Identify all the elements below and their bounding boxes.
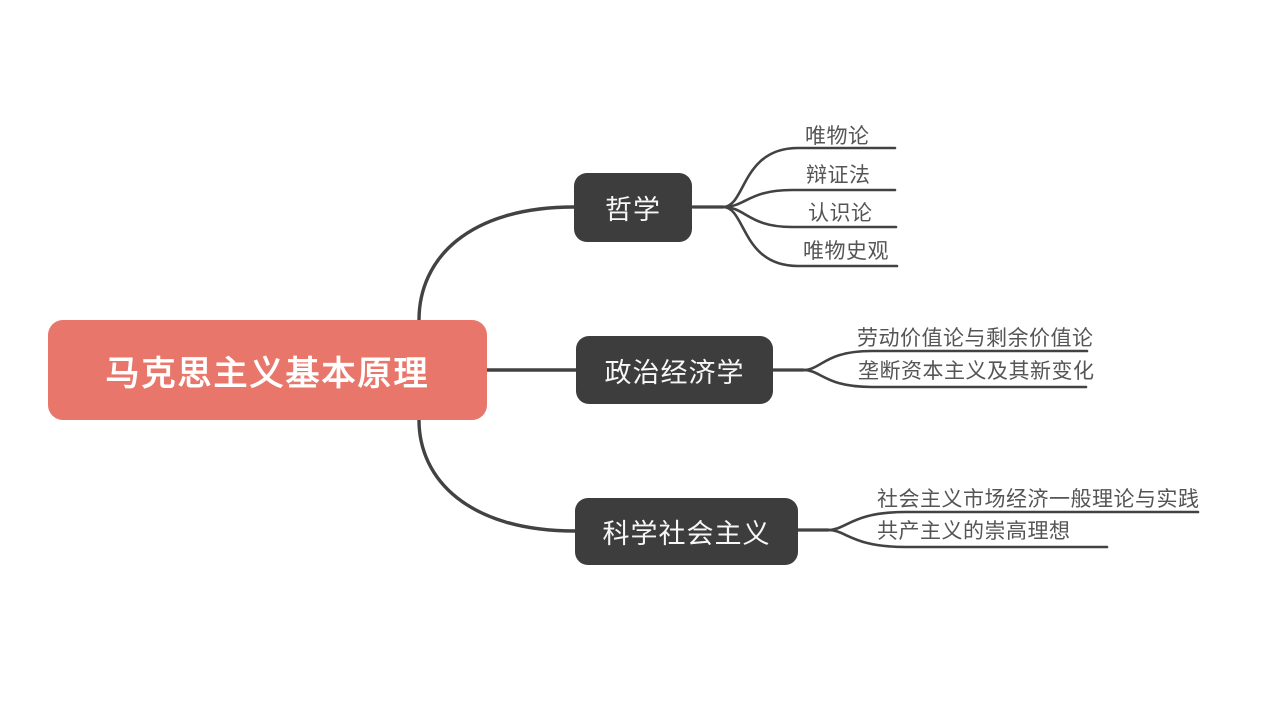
branch-node-philosophy[interactable]: 哲学 bbox=[574, 173, 692, 242]
child-topic-historical-materialism[interactable]: 唯物史观 bbox=[803, 240, 889, 263]
child-topic-dialectics[interactable]: 辩证法 bbox=[806, 164, 871, 187]
edge-philosophy-dialectics bbox=[721, 188, 897, 209]
child-topic-epistemology[interactable]: 认识论 bbox=[808, 202, 873, 225]
child-topic-labor-value-theory[interactable]: 劳动价值论与剩余价值论 bbox=[857, 327, 1094, 350]
child-topic-socialist-market-economy[interactable]: 社会主义市场经济一般理论与实践 bbox=[877, 488, 1200, 511]
branch-node-political-economy[interactable]: 政治经济学 bbox=[576, 336, 773, 404]
edge-economy-labor-value-theory bbox=[801, 349, 1089, 372]
branch-node-scientific-socialism[interactable]: 科学社会主义 bbox=[575, 498, 798, 565]
child-topic-monopoly-capitalism[interactable]: 垄断资本主义及其新变化 bbox=[858, 360, 1095, 383]
edge-socialism-communist-ideal bbox=[826, 528, 1109, 549]
edge-philosophy-historical-materialism bbox=[721, 205, 899, 268]
child-topic-materialism[interactable]: 唯物论 bbox=[805, 125, 870, 148]
root-node[interactable]: 马克思主义基本原理 bbox=[48, 320, 487, 420]
edge-socialism-market-economy bbox=[826, 510, 1200, 532]
child-topic-communist-ideal[interactable]: 共产主义的崇高理想 bbox=[877, 520, 1071, 543]
edge-economy-monopoly-capitalism bbox=[801, 368, 1088, 389]
edge-root-scientific-socialism bbox=[417, 418, 577, 533]
edge-root-philosophy bbox=[417, 205, 576, 322]
edge-philosophy-epistemology bbox=[721, 205, 898, 229]
edge-philosophy-materialism bbox=[721, 146, 897, 209]
